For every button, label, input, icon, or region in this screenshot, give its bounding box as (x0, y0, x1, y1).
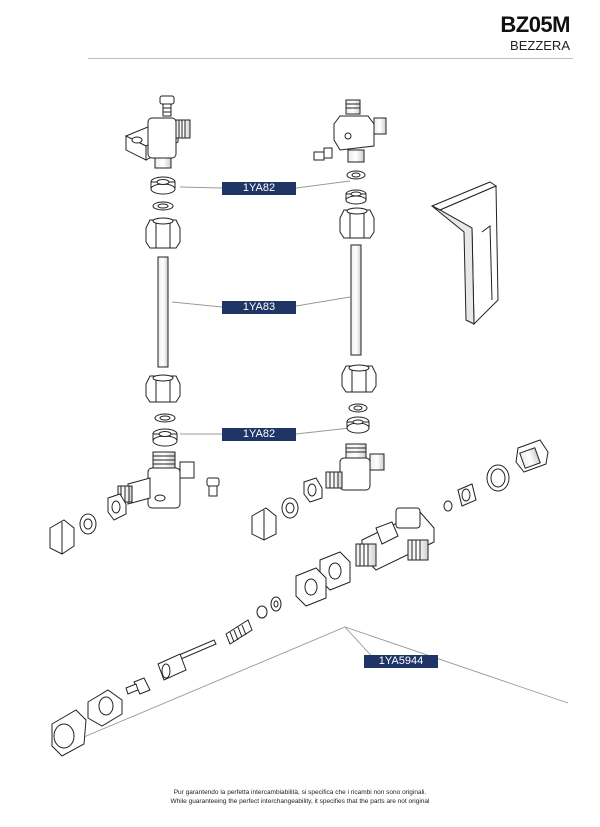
valve-washers (256, 596, 282, 619)
right-side-nut-washer (251, 477, 323, 541)
left-nut-bottom (145, 374, 181, 403)
valve-top-fitting (515, 439, 549, 473)
brand-name: BEZZERA (510, 38, 570, 53)
model-code: BZ05M (500, 12, 570, 37)
left-gaskets-top (150, 176, 176, 211)
left-bolt-side (206, 477, 220, 497)
left-bolt-top (159, 95, 175, 117)
part-label-tubes: 1YA83 (222, 301, 296, 314)
valve-tee-body (355, 507, 435, 571)
mounting-bracket (430, 181, 499, 326)
valve-spring (225, 619, 253, 645)
valve-hex-nuts (295, 551, 351, 607)
left-gaskets-bottom (152, 413, 178, 447)
right-tube (350, 244, 362, 356)
footer-disclaimer-italian: Pur garantendo la perfetta intercambiabi… (173, 789, 427, 796)
right-gaskets-top (345, 170, 367, 205)
left-tube (157, 256, 169, 368)
left-side-nut-washer (49, 493, 127, 555)
right-nut-top (339, 207, 375, 239)
valve-small-screw (125, 677, 151, 695)
right-tee-fitting-bottom (325, 443, 385, 491)
valve-small-parts (443, 483, 477, 512)
part-label-valve-assembly: 1YA5944 (364, 655, 438, 668)
left-tee-fitting-bottom (117, 451, 195, 509)
leader-lines (71, 180, 569, 743)
valve-knob (51, 709, 87, 757)
part-label-bottom-gaskets: 1YA82 (222, 428, 296, 441)
right-tee-fitting-top (333, 99, 387, 163)
left-tee-fitting-top (124, 117, 191, 169)
right-gaskets-bottom (346, 403, 370, 434)
valve-stem (157, 639, 217, 681)
left-nut-top (145, 217, 181, 249)
part-label-top-gaskets: 1YA82 (222, 182, 296, 195)
header: BZ05M BEZZERA (500, 12, 570, 54)
valve-oring-large (486, 464, 510, 492)
right-nut-bottom (341, 364, 377, 393)
header-rule (88, 58, 573, 59)
valve-knob-base (87, 689, 123, 727)
right-small-screw (313, 147, 333, 161)
footer-disclaimer-english: While guaranteeing the perfect interchan… (170, 798, 430, 805)
